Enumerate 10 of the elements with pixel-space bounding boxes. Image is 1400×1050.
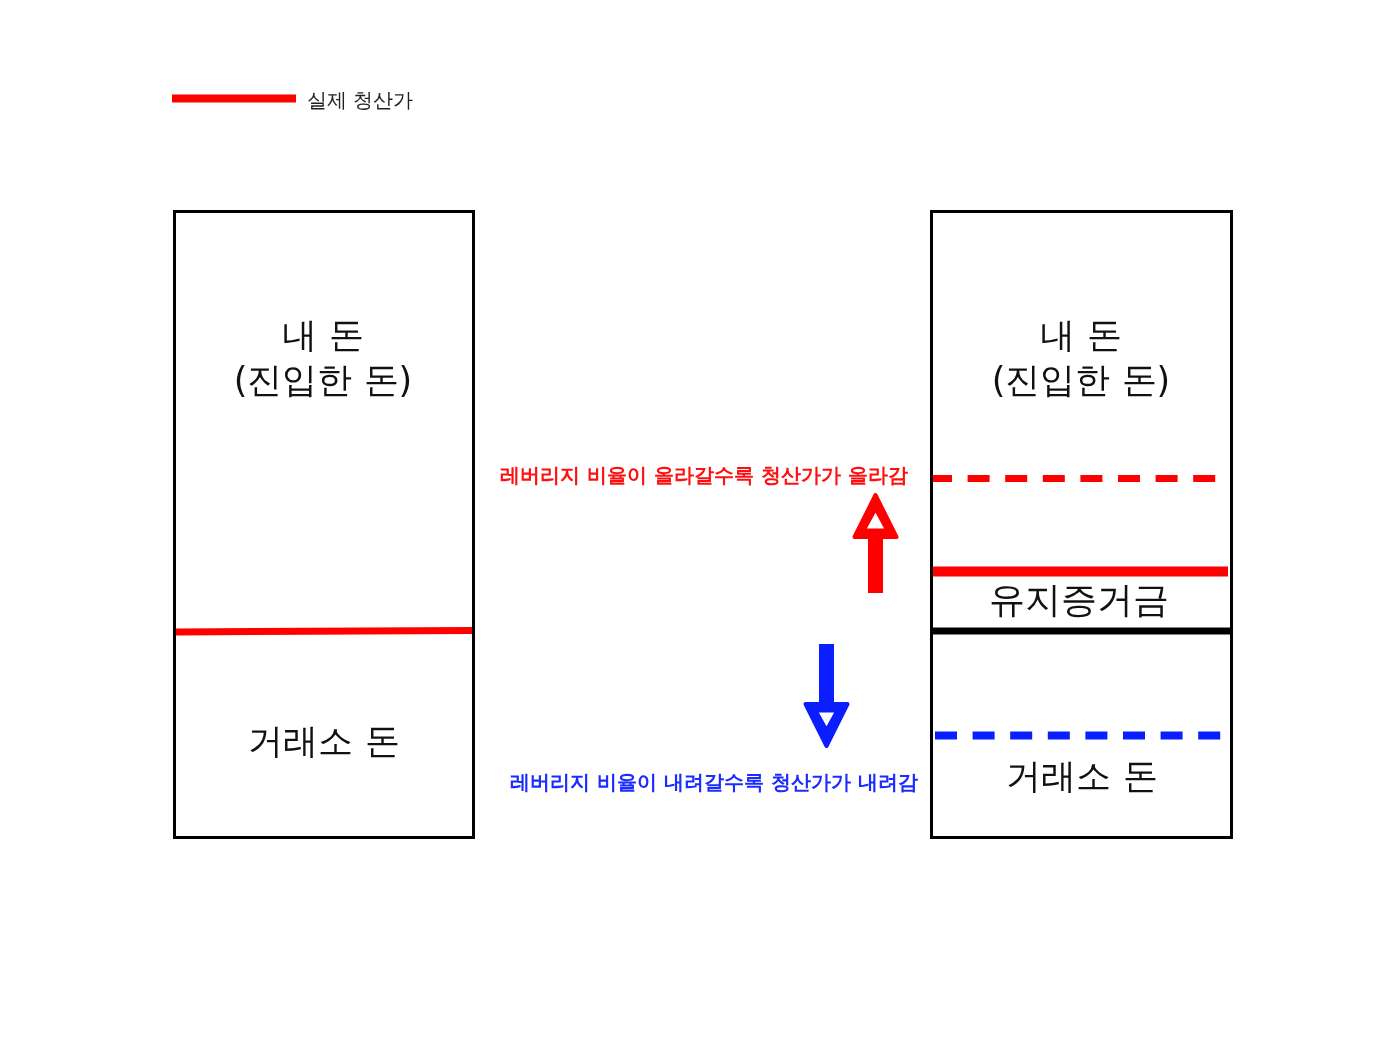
section-label: 유지증거금 — [989, 576, 1169, 624]
section-label: 내 돈 (진입한 돈) — [983, 313, 1179, 403]
legend-label: 실제 청산가 — [307, 86, 414, 114]
column-box — [930, 210, 1233, 839]
section-label: 거래소 돈 — [1006, 753, 1158, 799]
section-label: 내 돈 (진입한 돈) — [225, 313, 421, 403]
section-label: 거래소 돈 — [248, 718, 400, 764]
note-text: 레버리지 비율이 내려갈수록 청산가가 내려감 — [510, 770, 918, 796]
column-box — [173, 210, 475, 839]
note-text: 레버리지 비율이 올라갈수록 청산가가 올라감 — [500, 463, 908, 489]
